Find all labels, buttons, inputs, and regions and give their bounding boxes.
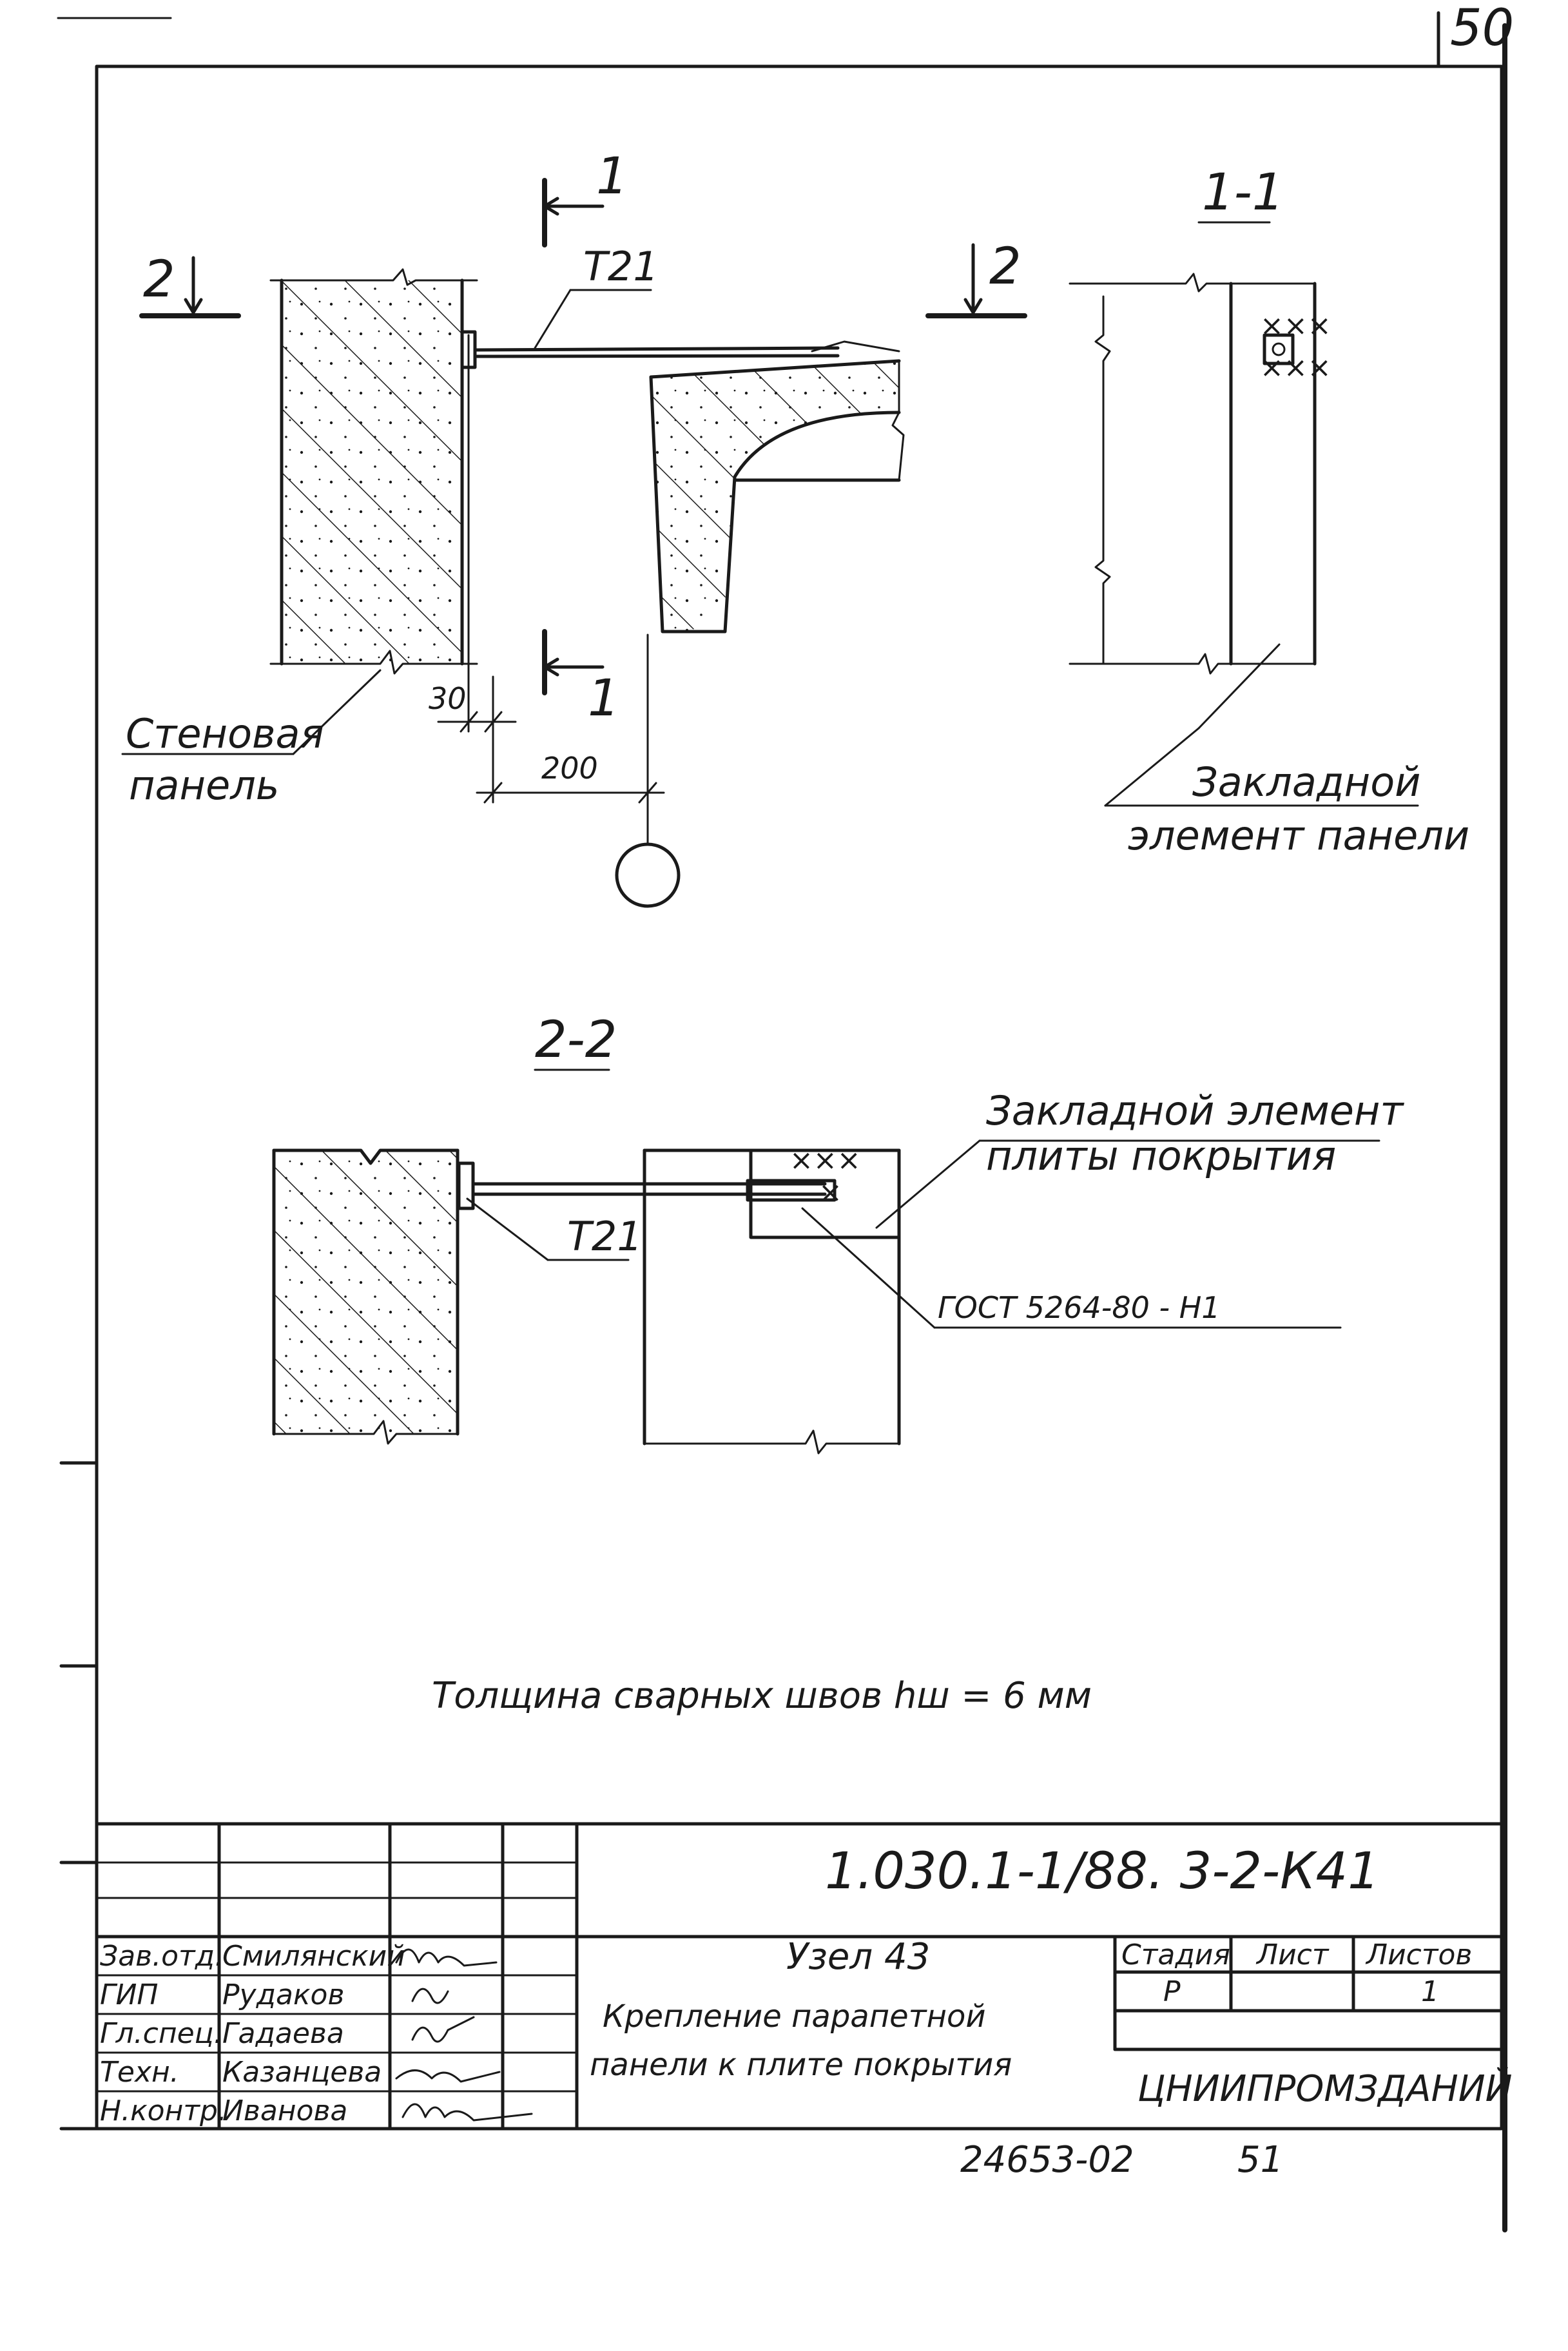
staff-name: Иванова [222, 2095, 347, 2127]
organization: ЦНИИПРОМЗДАНИЙ [1137, 2068, 1513, 2110]
axis-bubble [615, 842, 681, 908]
weld-thickness-note: Толщина сварных швов hш = 6 мм [432, 1675, 1092, 1717]
embedded-plate-wall [460, 330, 477, 369]
label-embedded-panel-line2: элемент панели [1128, 812, 1469, 859]
staff-role: ГИП [100, 1979, 159, 2011]
sheet-frame [57, 11, 1507, 2232]
label-wall-panel-line1: Стеновая [126, 710, 324, 757]
main-elevation-view: 1 1 2 2 T21 Стеновая панель [121, 148, 1027, 908]
section-title-1-1: 1-1 [1202, 164, 1284, 222]
sheet-corner-number: 50 [1450, 0, 1514, 57]
section-mark-1-bottom: 1 [588, 670, 620, 728]
svg-text:×××: ××× [1260, 351, 1331, 384]
svg-text:×: × [818, 1176, 842, 1209]
staff-name: Рудаков [222, 1979, 344, 2011]
section-mark-2-left: 2 [143, 251, 175, 309]
label-embedded-panel-line1: Закладной [1192, 759, 1420, 806]
section-mark-2-right: 2 [989, 238, 1021, 296]
signatures [395, 1948, 533, 2122]
staff-role: Зав.отд. [100, 1940, 224, 1973]
roof-slab-rib [649, 340, 905, 634]
sheet-header: Лист [1255, 1939, 1330, 1971]
section-1-1-view: 1-1 ××× ××× Закладной элемент панели [1069, 164, 1469, 859]
label-t21-top: T21 [583, 243, 659, 290]
stage-header: Стадия [1121, 1939, 1230, 1971]
staff-name: Смилянский [222, 1940, 405, 1973]
label-t21-bottom: T21 [567, 1213, 643, 1260]
sheets-header: Листов [1365, 1939, 1472, 1971]
title-block [95, 1822, 1504, 2131]
page-number: 51 [1237, 2139, 1283, 2181]
svg-text:×××: ××× [789, 1144, 861, 1177]
staff-name: Казанцева [222, 2056, 382, 2089]
label-embedded-slab-line2: плиты покрытия [986, 1132, 1336, 1179]
archive-number: 24653-02 [960, 2139, 1134, 2181]
staff-role: Гл.спец. [100, 2017, 223, 2050]
wall-panel-hatched [269, 268, 478, 675]
document-code: 1.030.1-1/88. 3-2-К41 [825, 1843, 1380, 1901]
description-line1: Крепление парапетной [603, 1998, 986, 2035]
stage-value: Р [1163, 1975, 1181, 2008]
label-weld-standard: ГОСТ 5264-80 - Н1 [938, 1290, 1221, 1325]
dimension-lines [437, 634, 665, 846]
dim-30: 30 [429, 681, 467, 716]
svg-text:×××: ××× [1260, 309, 1331, 342]
staff-name: Гадаева [222, 2017, 344, 2050]
section-title-2-2: 2-2 [535, 1011, 617, 1069]
staff-role: Техн. [100, 2056, 179, 2089]
node-title: Узел 43 [786, 1936, 930, 1978]
sheets-value: 1 [1421, 1975, 1439, 2008]
section-2-2-view: 2-2 ××× × T21 Закладной элемент плиты по… [272, 1011, 1404, 1455]
embedded-element-panel-plate [1263, 333, 1295, 365]
embedded-plate-wall-2-2 [457, 1161, 475, 1210]
rod-t21-top [475, 346, 840, 352]
dim-200: 200 [541, 751, 598, 786]
description-line2: панели к плите покрытия [590, 2047, 1012, 2083]
label-embedded-slab-line1: Закладной элемент [986, 1087, 1404, 1134]
staff-role: Н.контр. [100, 2095, 227, 2127]
label-wall-panel-line2: панель [129, 762, 279, 809]
section-mark-1-top: 1 [596, 148, 628, 206]
